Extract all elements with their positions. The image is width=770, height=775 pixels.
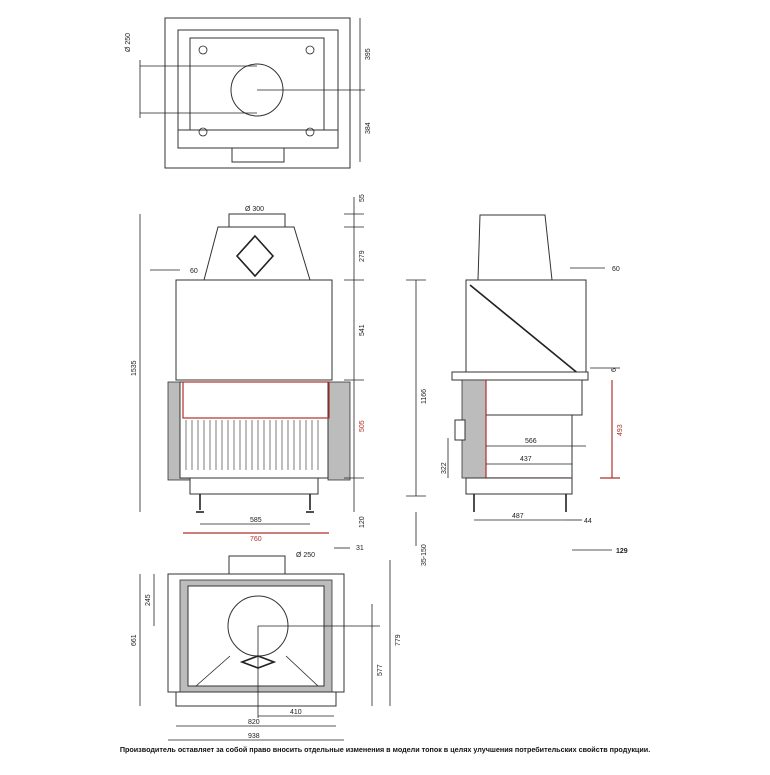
front-vent-grille (185, 420, 319, 470)
side-right-dim: 493 (617, 424, 624, 436)
front-right-dim: 279 (359, 250, 366, 262)
top-view-dim: 384 (365, 122, 372, 134)
plan-bottom-dim: 938 (248, 733, 260, 740)
side-inner-dim: 129 (616, 548, 628, 555)
front-left-dim: 60 (190, 268, 198, 275)
front-base (189, 477, 319, 495)
side-left-dim: 35-150 (421, 544, 428, 566)
side-front-panel (461, 379, 487, 479)
plan-right-dim: 577 (377, 664, 384, 676)
side-view: 1166 322 35-150 60 6 493 566 437 487 44 … (406, 214, 628, 566)
plan-flue-collar (228, 555, 286, 575)
top-view-bolt (305, 127, 315, 137)
front-flue-collar (228, 213, 286, 228)
front-view: 1535 60 Ø 300 55 279 541 505 120 585 760 (131, 194, 366, 543)
plan-inner-line (195, 655, 231, 687)
side-firebox-lower (485, 414, 573, 479)
side-left-dim: 1166 (421, 389, 428, 404)
plan-front-frame (175, 691, 337, 707)
top-view: Ø 250 395 384 (125, 17, 372, 169)
top-view-dia-label: Ø 250 (125, 33, 132, 52)
front-height-dim: 1535 (131, 360, 138, 376)
top-view-dim: 395 (365, 48, 372, 60)
front-upper-casing (175, 279, 333, 381)
plan-inner-line (285, 655, 319, 687)
front-flue-label: Ø 300 (245, 206, 264, 213)
side-inner-dim: 566 (525, 438, 537, 445)
plan-left-dim: 245 (145, 594, 152, 606)
side-inner-dim: 487 (512, 513, 524, 520)
front-hood-diamond (235, 234, 275, 278)
top-view-bolt (305, 45, 315, 55)
side-deflector (469, 284, 581, 376)
front-right-dim: 505 (359, 420, 366, 432)
side-right-dim: 60 (612, 266, 620, 273)
side-left-dim: 322 (441, 462, 448, 474)
plan-right-dim: 779 (395, 634, 402, 646)
top-view-bolt (198, 127, 208, 137)
front-right-side-panel (327, 381, 351, 481)
disclaimer-text: Производитель оставляет за собой право в… (119, 745, 651, 754)
side-firebox-upper (485, 379, 583, 416)
front-bottom-dim: 760 (250, 536, 262, 543)
side-air-control (454, 419, 466, 441)
front-right-dim: 55 (359, 194, 366, 202)
side-inner-dim: 437 (520, 456, 532, 463)
plan-bottom-dim: 410 (290, 709, 302, 716)
side-base (465, 477, 573, 495)
plan-top-dim: 31 (356, 545, 364, 552)
front-firebox (179, 381, 329, 479)
front-right-dim: 541 (359, 324, 366, 336)
front-glass-opening (182, 381, 330, 419)
front-right-dim: 120 (359, 516, 366, 528)
front-bottom-dim: 585 (250, 517, 262, 524)
side-top-plate (451, 371, 589, 381)
plan-view: Ø 250 31 245 661 779 577 410 820 938 (131, 545, 402, 741)
top-view-flue-stub (231, 147, 285, 163)
side-flue-hood (477, 214, 553, 281)
top-view-bolt (198, 45, 208, 55)
plan-bottom-dim: 820 (248, 719, 260, 726)
side-inner-dim: 44 (584, 518, 592, 525)
plan-dia-label: Ø 250 (296, 552, 315, 559)
plan-left-dim: 661 (131, 634, 138, 646)
front-hood (203, 226, 311, 281)
side-right-dim: 6 (611, 368, 618, 372)
